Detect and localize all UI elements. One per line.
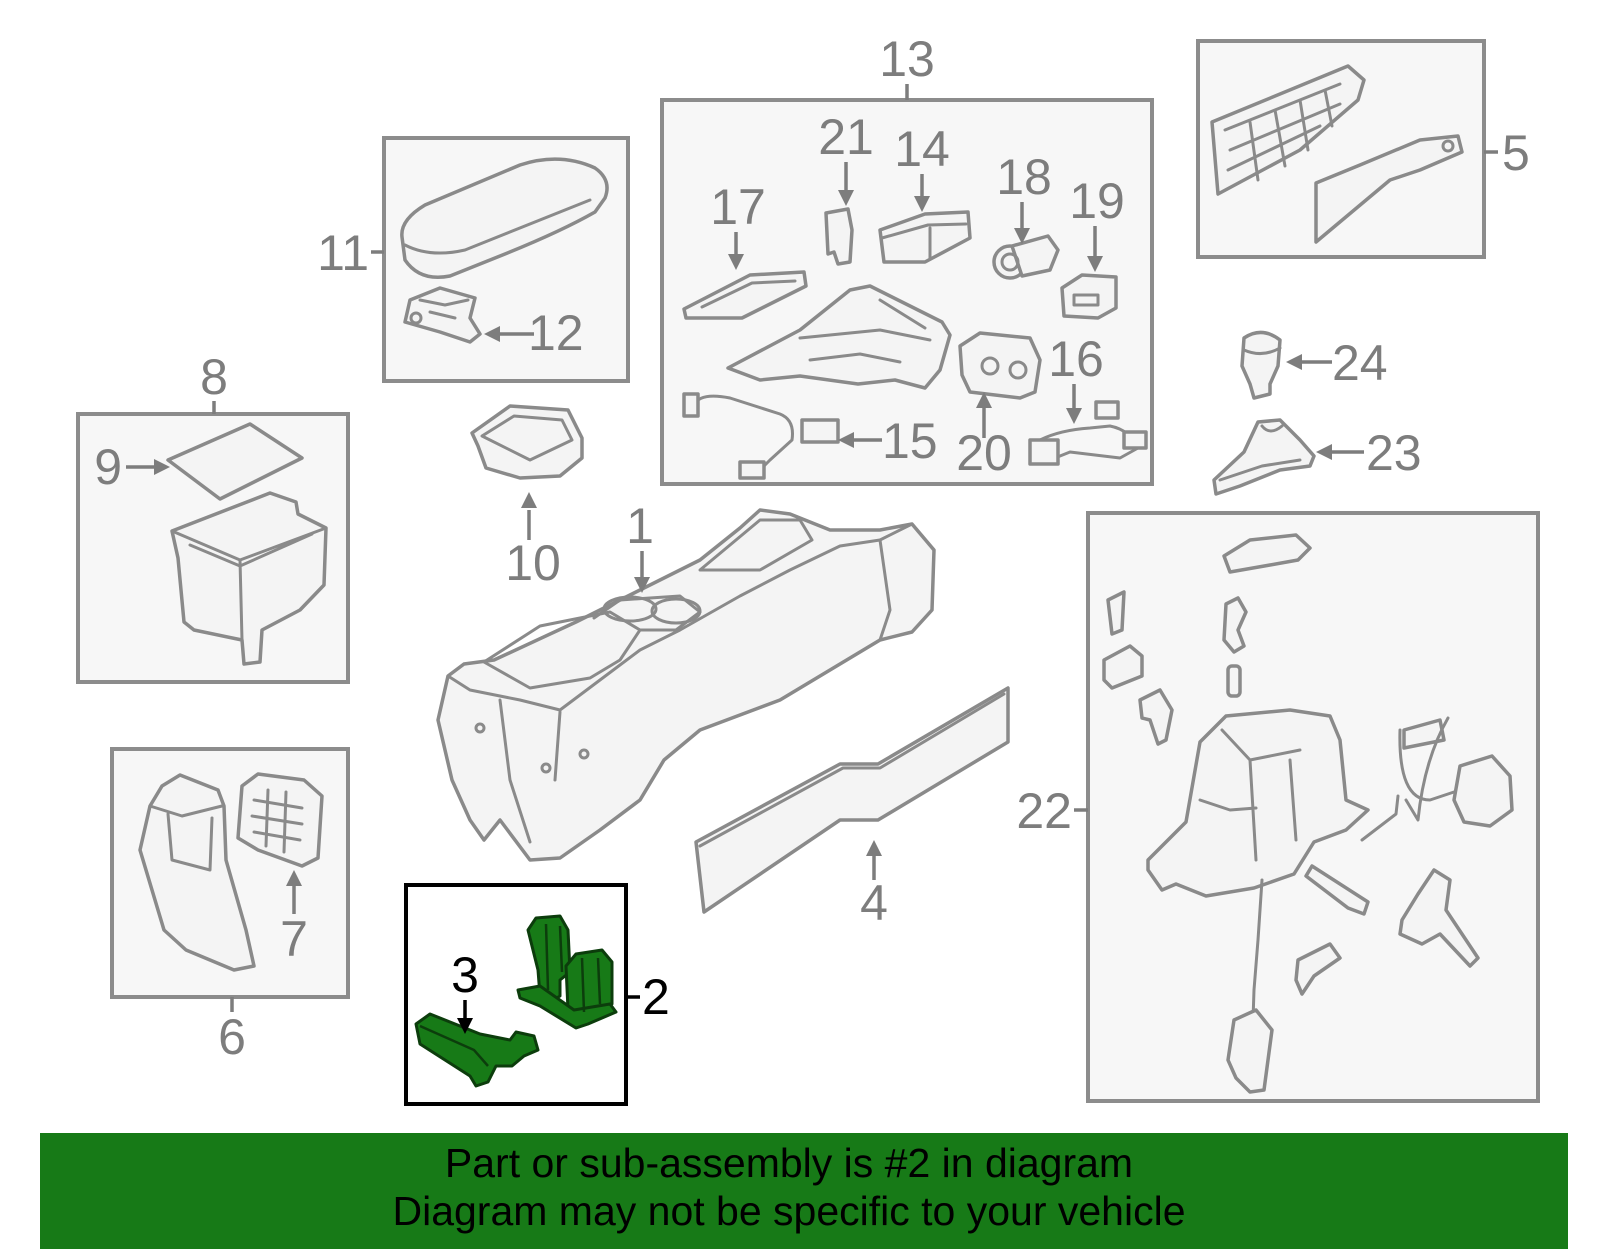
clip-21-part xyxy=(824,207,854,266)
highlighted-bracket-2-part xyxy=(516,914,618,1030)
console-panel-part xyxy=(726,284,952,390)
callout-3: 3 xyxy=(451,947,479,1003)
usb-19-part xyxy=(1060,273,1118,320)
callout-1: 1 xyxy=(626,498,654,554)
callout-8: 8 xyxy=(200,349,228,405)
info-banner: Part or sub-assembly is #2 in diagram Di… xyxy=(40,1133,1568,1249)
callout-23: 23 xyxy=(1366,425,1422,481)
callout-21: 21 xyxy=(818,109,874,165)
callout-labels: 13 11 12 5 8 9 10 1 17 21 14 18 19 16 20… xyxy=(94,31,1530,1065)
callout-17: 17 xyxy=(710,179,766,235)
callout-10: 10 xyxy=(505,535,561,591)
callout-22: 22 xyxy=(1016,783,1072,839)
socket-18-part xyxy=(992,234,1060,280)
callout-7: 7 xyxy=(280,911,308,967)
callout-9: 9 xyxy=(94,439,122,495)
panel-5-lower-part xyxy=(1314,134,1464,244)
callout-24: 24 xyxy=(1332,335,1388,391)
callout-19: 19 xyxy=(1069,173,1125,229)
leader-lines xyxy=(126,84,1498,1034)
callout-11: 11 xyxy=(317,225,369,281)
banner-line-2: Diagram may not be specific to your vehi… xyxy=(392,1188,1186,1234)
callout-4: 4 xyxy=(860,875,888,931)
cup-holder-10-part xyxy=(470,404,584,480)
bezel-17-part xyxy=(682,270,808,320)
callout-13: 13 xyxy=(879,31,935,87)
callout-18: 18 xyxy=(996,149,1052,205)
harness-16-part xyxy=(1028,400,1148,466)
switch-14-part xyxy=(878,210,972,264)
harness-15-part xyxy=(682,392,840,480)
callout-5: 5 xyxy=(1502,125,1530,181)
rear-vent-7-part xyxy=(236,772,324,868)
armrest-lid-part xyxy=(400,157,609,279)
callout-2: 2 xyxy=(642,969,670,1025)
banner-line-1: Part or sub-assembly is #2 in diagram xyxy=(444,1140,1134,1186)
shifter-assembly-part xyxy=(1102,533,1514,1094)
callout-20: 20 xyxy=(956,425,1012,481)
mat-9-part xyxy=(166,422,304,501)
callout-12: 12 xyxy=(528,305,584,361)
callout-14: 14 xyxy=(894,121,950,177)
highlighted-bracket-3-part xyxy=(414,1012,540,1088)
side-panel-4-part xyxy=(694,686,1010,914)
rear-cover-part xyxy=(138,773,256,972)
shift-boot-23-part xyxy=(1212,418,1316,496)
callout-15: 15 xyxy=(882,413,938,469)
panel-5-upper-part xyxy=(1210,64,1366,196)
main-console-part xyxy=(436,508,936,862)
callout-6: 6 xyxy=(218,1009,246,1065)
armrest-hinge-part xyxy=(403,286,482,344)
shift-knob-24-part xyxy=(1240,330,1282,400)
storage-bin-part xyxy=(170,491,328,666)
switch-panel-20-part xyxy=(958,331,1042,400)
callout-16: 16 xyxy=(1048,331,1104,387)
